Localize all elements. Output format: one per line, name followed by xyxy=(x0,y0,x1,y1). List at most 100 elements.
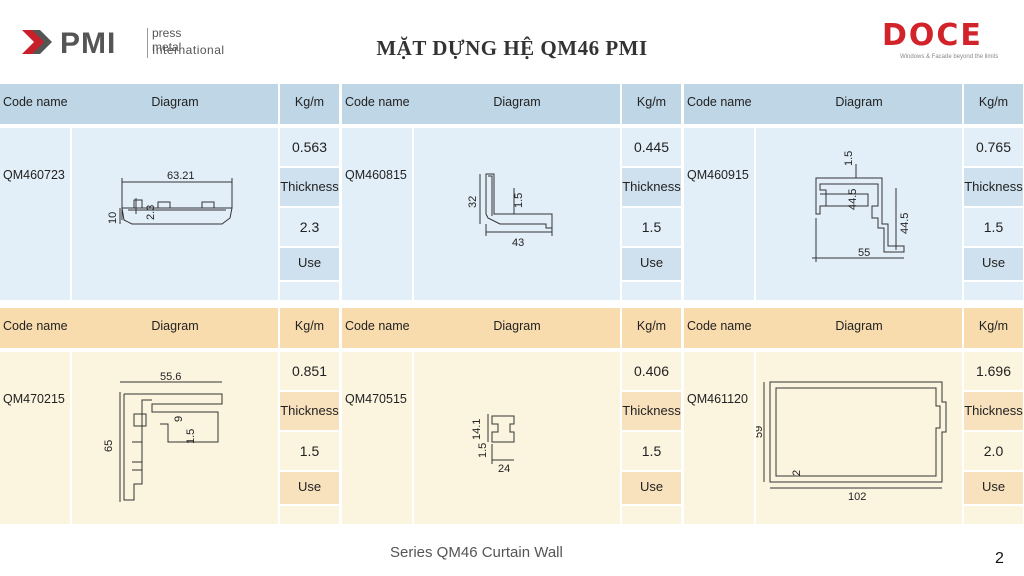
use-label: Use xyxy=(622,248,681,280)
pmi-divider xyxy=(147,28,148,58)
card-header: Code name Diagram Kg/m xyxy=(684,84,1023,124)
profile-diagram: 55.6 9 1.5 65 xyxy=(103,371,223,502)
page-number: 2 xyxy=(995,550,1004,567)
code-cell xyxy=(0,352,70,524)
dim-label: 14.1 xyxy=(471,419,483,440)
dim-label: 55 xyxy=(858,247,870,259)
col-weight-header: Kg/m xyxy=(622,84,681,124)
dim-label: 2 xyxy=(791,470,803,476)
weight-value: 0.445 xyxy=(622,128,681,166)
blank-cell xyxy=(964,282,1023,300)
use-label: Use xyxy=(622,472,681,504)
col-diagram-header: Diagram xyxy=(414,84,620,124)
col-code-header: Code name xyxy=(684,84,757,124)
diagram-cell xyxy=(414,352,620,524)
col-diagram-header: Diagram xyxy=(414,308,620,348)
dim-label: 24 xyxy=(498,463,510,475)
profile-card: Code name Diagram Kg/m QM460915 44.5 1.5… xyxy=(684,84,1023,300)
dim-label: 1.5 xyxy=(185,429,197,444)
col-diagram-header: Diagram xyxy=(756,308,962,348)
col-code-header: Code name xyxy=(0,308,73,348)
thickness-value: 2.3 xyxy=(280,208,339,246)
profile-card: Code name Diagram Kg/m QM470215 55.6 9 1… xyxy=(0,308,339,524)
dim-label: 2.3 xyxy=(145,205,157,220)
col-code-header: Code name xyxy=(342,84,415,124)
card-header: Code name Diagram Kg/m xyxy=(0,308,339,348)
doce-logo: DOCE Windows & Facade beyond the limits xyxy=(880,18,1010,66)
code-cell xyxy=(684,128,754,300)
profile-card: Code name Diagram Kg/m QM460723 63.21 2.… xyxy=(0,84,339,300)
card-header: Code name Diagram Kg/m xyxy=(684,308,1023,348)
profile-code: QM460915 xyxy=(687,168,749,182)
blank-cell xyxy=(280,282,339,300)
dim-label: 102 xyxy=(848,491,866,503)
pmi-line2: International xyxy=(152,43,225,57)
profile-diagram: 59 2 102 xyxy=(756,381,947,503)
col-weight-header: Kg/m xyxy=(964,84,1023,124)
use-label: Use xyxy=(964,248,1023,280)
code-cell xyxy=(342,352,412,524)
weight-value: 1.696 xyxy=(964,352,1023,390)
col-diagram-header: Diagram xyxy=(756,84,962,124)
thickness-value: 1.5 xyxy=(280,432,339,470)
thickness-label: Thickness xyxy=(622,392,681,430)
diagram-cell xyxy=(72,128,278,300)
col-diagram-header: Diagram xyxy=(72,308,278,348)
profile-code: QM460815 xyxy=(345,168,407,182)
dim-label: 63.21 xyxy=(167,170,195,182)
thickness-label: Thickness xyxy=(280,168,339,206)
code-cell xyxy=(342,128,412,300)
code-cell xyxy=(0,128,70,300)
dim-label: 9 xyxy=(173,416,185,422)
blank-cell xyxy=(280,506,339,524)
pmi-mark-icon xyxy=(22,30,52,54)
col-weight-header: Kg/m xyxy=(622,308,681,348)
dim-label: 44.5 xyxy=(899,213,911,234)
diagram-cell xyxy=(756,128,962,300)
profile-diagram: 32 1.5 43 xyxy=(467,173,553,249)
blank-cell xyxy=(622,282,681,300)
col-code-header: Code name xyxy=(0,84,73,124)
profile-code: QM460723 xyxy=(3,168,65,182)
card-header: Code name Diagram Kg/m xyxy=(342,84,681,124)
dim-label: 43 xyxy=(512,237,524,249)
doce-tagline: Windows & Facade beyond the limits xyxy=(900,54,999,60)
dim-label: 1.5 xyxy=(843,151,855,166)
thickness-value: 1.5 xyxy=(964,208,1023,246)
profile-diagram: 63.21 2.3 10 xyxy=(107,170,233,225)
dim-label: 44.5 xyxy=(847,189,859,210)
pmi-wordmark: PMI xyxy=(60,27,117,60)
col-weight-header: Kg/m xyxy=(964,308,1023,348)
dim-label: 32 xyxy=(467,196,479,208)
card-header: Code name Diagram Kg/m xyxy=(342,308,681,348)
weight-value: 0.563 xyxy=(280,128,339,166)
dim-label: 10 xyxy=(107,212,119,224)
profile-code: QM461120 xyxy=(687,392,748,406)
dim-label: 1.5 xyxy=(477,443,489,458)
thickness-label: Thickness xyxy=(280,392,339,430)
use-label: Use xyxy=(280,472,339,504)
col-weight-header: Kg/m xyxy=(280,84,339,124)
doce-wordmark: DOCE xyxy=(882,18,983,53)
card-header: Code name Diagram Kg/m xyxy=(0,84,339,124)
profile-card: Code name Diagram Kg/m QM461120 59 2 102… xyxy=(684,308,1023,524)
profile-diagram: 14.1 1.5 24 xyxy=(471,414,515,475)
profile-diagram: 44.5 1.5 44.5 55 xyxy=(812,151,911,262)
col-code-header: Code name xyxy=(684,308,757,348)
profile-code: QM470515 xyxy=(345,392,407,406)
profile-card: Code name Diagram Kg/m QM470515 14.1 1.5… xyxy=(342,308,681,524)
thickness-label: Thickness xyxy=(964,392,1023,430)
pmi-line1: press metal xyxy=(152,26,182,54)
thickness-value: 1.5 xyxy=(622,208,681,246)
col-weight-header: Kg/m xyxy=(280,308,339,348)
page-title: MẶT DỰNG HỆ QM46 PMI xyxy=(376,36,648,60)
pmi-logo: PMI press metal International xyxy=(20,24,224,64)
dim-label: 59 xyxy=(756,426,765,438)
diagram-cell xyxy=(756,352,962,524)
dim-label: 1.5 xyxy=(513,193,525,208)
thickness-label: Thickness xyxy=(964,168,1023,206)
profile-card: Code name Diagram Kg/m QM460815 32 1.5 4… xyxy=(342,84,681,300)
blank-cell xyxy=(622,506,681,524)
dim-label: 65 xyxy=(103,440,115,452)
col-diagram-header: Diagram xyxy=(72,84,278,124)
